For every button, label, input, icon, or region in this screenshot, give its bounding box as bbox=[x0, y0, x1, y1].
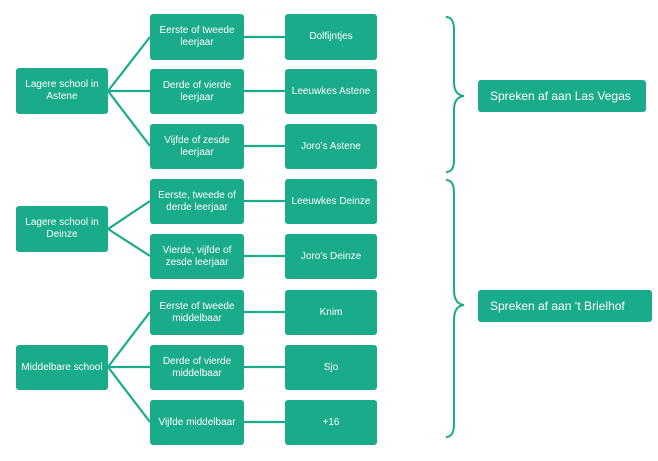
grade-label: Vijfde of zesde leerjaar bbox=[164, 134, 230, 158]
group-label: Dolfijntjes bbox=[309, 31, 353, 42]
group-box: Knim bbox=[285, 290, 377, 335]
grade-box: Vijfde of zesde leerjaar bbox=[150, 124, 244, 169]
branch-middel-1 bbox=[107, 311, 151, 368]
meeting-label: Spreken af aan ‘t Brielhof bbox=[490, 299, 625, 313]
school-deinze: Lagere school in Deinze bbox=[16, 206, 108, 252]
school-astene: Lagere school in Astene bbox=[16, 68, 108, 114]
group-box: Joro's Deinze bbox=[285, 234, 377, 279]
group-label: Leeuwkes Deinze bbox=[291, 195, 371, 207]
brace-brielhof bbox=[445, 179, 465, 438]
school-label: Lagere school in Astene bbox=[25, 79, 99, 102]
branch-deinze-2 bbox=[107, 228, 151, 257]
grade-box: Eerste, tweede of derde leerjaar bbox=[150, 179, 244, 224]
school-middelbaar: Middelbare school bbox=[16, 345, 108, 390]
school-label: Middelbare school bbox=[21, 361, 103, 373]
group-box: Sjo bbox=[285, 345, 377, 390]
branch-astene-3 bbox=[107, 90, 151, 147]
grade-box: Eerste of tweede middelbaar bbox=[150, 290, 244, 335]
brace-las-vegas bbox=[445, 16, 465, 173]
grade-box: Eerste of tweede leerjaar bbox=[150, 14, 244, 60]
grade-label: Vijfde middelbaar bbox=[158, 416, 236, 428]
grade-label: Derde of vierde middelbaar bbox=[162, 355, 232, 379]
group-label: Joro's Deinze bbox=[300, 250, 362, 262]
grade-label: Eerste of tweede middelbaar bbox=[159, 300, 235, 324]
group-label: Sjo bbox=[323, 361, 339, 373]
group-box: +16 bbox=[285, 400, 377, 445]
branch-astene-1 bbox=[107, 36, 151, 92]
grade-box: Derde of vierde middelbaar bbox=[150, 345, 244, 390]
group-box: Joro's Astene bbox=[285, 124, 377, 169]
group-box: Leeuwkes Deinze bbox=[285, 179, 377, 224]
grade-box: Vierde, vijfde of zesde leerjaar bbox=[150, 234, 244, 279]
meeting-brielhof: Spreken af aan ‘t Brielhof bbox=[478, 290, 652, 322]
group-label: Leeuwkes Astene bbox=[291, 85, 371, 97]
grade-label: Eerste, tweede of derde leerjaar bbox=[158, 189, 236, 213]
group-label: Joro's Astene bbox=[301, 140, 361, 152]
branch-middel-3 bbox=[107, 366, 151, 423]
grade-label: Eerste of tweede leerjaar bbox=[159, 25, 235, 48]
grade-box: Vijfde middelbaar bbox=[150, 400, 244, 445]
meeting-las-vegas: Spreken af aan Las Vegas bbox=[478, 80, 646, 112]
group-box: Leeuwkes Astene bbox=[285, 69, 377, 114]
grade-box: Derde of vierde leerjaar bbox=[150, 69, 244, 114]
group-box: Dolfijntjes bbox=[285, 14, 377, 60]
branch-deinze-1 bbox=[107, 200, 151, 230]
grade-label: Vierde, vijfde of zesde leerjaar bbox=[162, 244, 232, 268]
grade-label: Derde of vierde leerjaar bbox=[162, 79, 232, 103]
school-label: Lagere school in Deinze bbox=[25, 217, 99, 240]
group-label: +16 bbox=[322, 416, 340, 428]
group-label: Knim bbox=[319, 306, 343, 318]
meeting-label: Spreken af aan Las Vegas bbox=[490, 89, 631, 103]
